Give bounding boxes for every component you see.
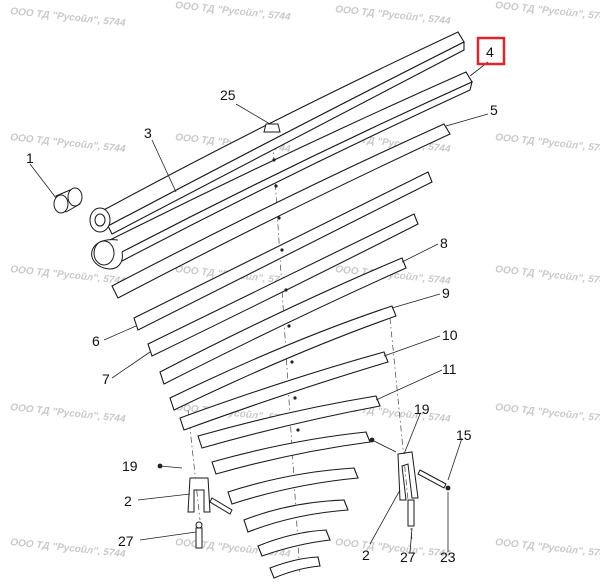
leaf-7 bbox=[147, 213, 419, 357]
callout-label: 19 bbox=[414, 401, 430, 417]
watermark: ООО ТД "Русойл", 5744 bbox=[495, 537, 600, 560]
main-leaf bbox=[89, 31, 465, 235]
bushing bbox=[53, 187, 83, 214]
callout-label: 6 bbox=[92, 333, 100, 349]
watermark: ООО ТД "Русойл", 5744 bbox=[495, 0, 600, 23]
callout-label: 5 bbox=[490, 102, 498, 118]
callout-label: 11 bbox=[442, 361, 457, 377]
callout-label: 23 bbox=[440, 549, 456, 565]
second-leaf bbox=[91, 71, 473, 270]
callout-label: 2 bbox=[124, 493, 132, 509]
watermark: ООО ТД "Русойл", 5744 bbox=[495, 264, 600, 287]
callout-label: 2 bbox=[362, 547, 370, 563]
watermark: ООО ТД "Русойл", 5744 bbox=[175, 0, 292, 23]
callout-label: 25 bbox=[220, 87, 236, 103]
watermark: ООО ТД "Русойл", 5744 bbox=[495, 132, 600, 155]
right-clamp-assembly bbox=[369, 437, 451, 527]
callout-label: 3 bbox=[144, 125, 152, 141]
callout-label: 8 bbox=[440, 235, 448, 251]
leaf-13 bbox=[227, 467, 359, 505]
callout-label: 7 bbox=[102, 371, 110, 387]
leaf-9 bbox=[169, 305, 397, 411]
watermark: ООО ТД "Русойл", 5744 bbox=[495, 402, 600, 425]
watermark: ООО ТД "Русойл", 5744 bbox=[10, 6, 127, 29]
leader-lines bbox=[29, 61, 489, 553]
highlight-box bbox=[476, 36, 506, 66]
left-clamp-assembly bbox=[157, 463, 233, 549]
leaf-10 bbox=[179, 351, 389, 431]
watermark: ООО ТД "Русойл", 5744 bbox=[335, 4, 452, 27]
callout-label: 10 bbox=[442, 327, 458, 343]
center-bolt-nut bbox=[263, 123, 300, 432]
watermark: ООО ТД "Русойл", 5744 bbox=[10, 402, 127, 425]
leaf-15 bbox=[257, 529, 331, 557]
callout-label: 27 bbox=[400, 549, 416, 565]
leaf-5 bbox=[111, 123, 451, 299]
callout-labels: 1 3 25 4 5 6 7 8 9 10 11 19 2 27 19 15 2… bbox=[26, 44, 498, 565]
watermark: ООО ТД "Русойл", 5744 bbox=[10, 537, 127, 560]
leaf-14 bbox=[243, 499, 349, 533]
callout-label: 1 bbox=[26, 150, 34, 166]
callout-label: 9 bbox=[442, 285, 450, 301]
leaf-12 bbox=[211, 431, 371, 475]
callout-label: 19 bbox=[122, 458, 138, 474]
callout-label: 4 bbox=[486, 44, 494, 60]
callout-label: 15 bbox=[456, 427, 472, 443]
leaf-11 bbox=[197, 395, 381, 449]
leaf-16 bbox=[269, 556, 321, 579]
callout-label: 27 bbox=[118, 533, 134, 549]
leaf-8 bbox=[159, 257, 407, 385]
watermark: ООО ТД "Русойл", 5744 bbox=[335, 537, 452, 560]
